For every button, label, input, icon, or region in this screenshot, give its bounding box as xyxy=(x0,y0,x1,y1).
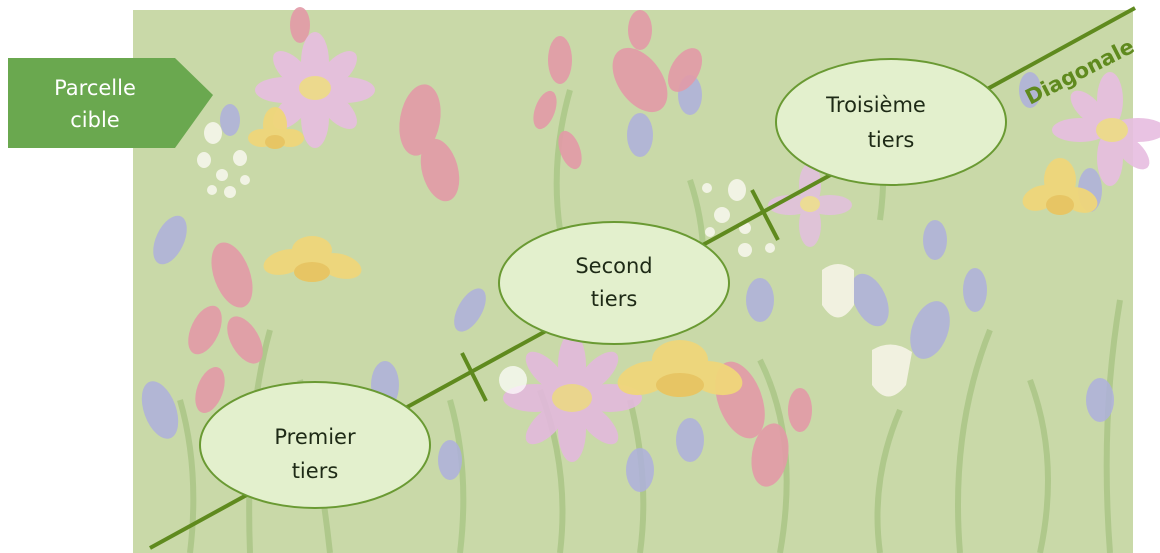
target-tag-shape xyxy=(8,58,213,148)
section-second-line1: Second xyxy=(575,254,652,278)
section-first: Premier tiers xyxy=(200,382,430,508)
section-third-line1: Troisième xyxy=(825,93,926,117)
section-third-line2: tiers xyxy=(868,128,915,152)
section-ellipse-second xyxy=(499,222,729,344)
target-tag-line1: Parcelle xyxy=(54,76,136,100)
section-ellipse-third xyxy=(776,59,1006,185)
section-third: Troisième tiers xyxy=(776,59,1006,185)
target-tag-line2: cible xyxy=(70,108,119,132)
section-second: Second tiers xyxy=(499,222,729,344)
section-first-line1: Premier xyxy=(274,425,356,449)
section-first-line2: tiers xyxy=(292,459,339,483)
light-glow xyxy=(499,366,527,394)
target-plot-tag: Parcelle cible xyxy=(8,58,213,148)
section-second-line2: tiers xyxy=(591,287,638,311)
